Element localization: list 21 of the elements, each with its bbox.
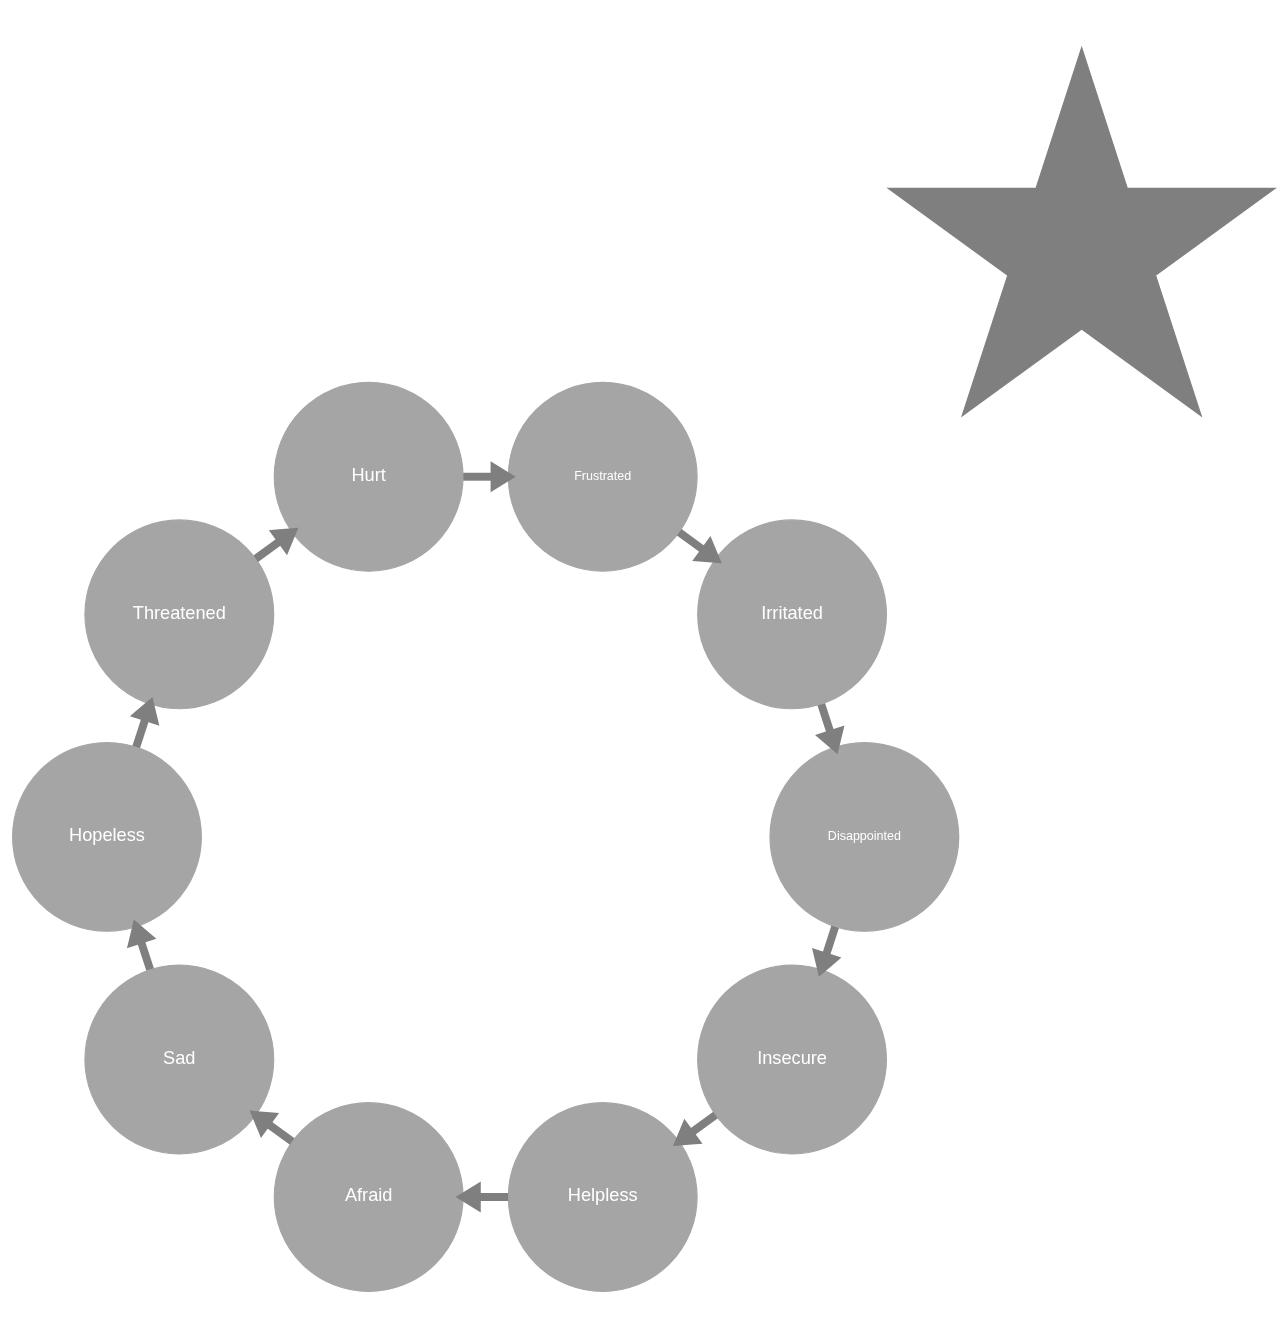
- arrow: [129, 696, 160, 749]
- arrow: [126, 919, 157, 971]
- node-circle: Frustrated: [507, 381, 698, 572]
- node-circle: Hurt: [273, 381, 464, 572]
- node-circle: Threatened: [84, 519, 275, 710]
- arrow: [815, 703, 845, 755]
- node-circle: Helpless: [507, 1102, 698, 1292]
- node-circle: Afraid: [273, 1102, 464, 1292]
- arrow: [455, 1181, 509, 1213]
- node-circle: Irritated: [697, 519, 888, 710]
- arrow: [812, 925, 842, 977]
- node-circle: Insecure: [697, 964, 888, 1155]
- node-circle: Disappointed: [769, 741, 960, 932]
- arrow: [463, 461, 516, 493]
- node-circle: Hopeless: [12, 741, 202, 932]
- arrow: [676, 529, 722, 564]
- node-star: [886, 45, 1277, 418]
- arrow: [673, 1111, 718, 1146]
- node-circle: Sad: [84, 964, 275, 1155]
- arrow: [249, 1110, 295, 1145]
- arrow: [253, 527, 299, 562]
